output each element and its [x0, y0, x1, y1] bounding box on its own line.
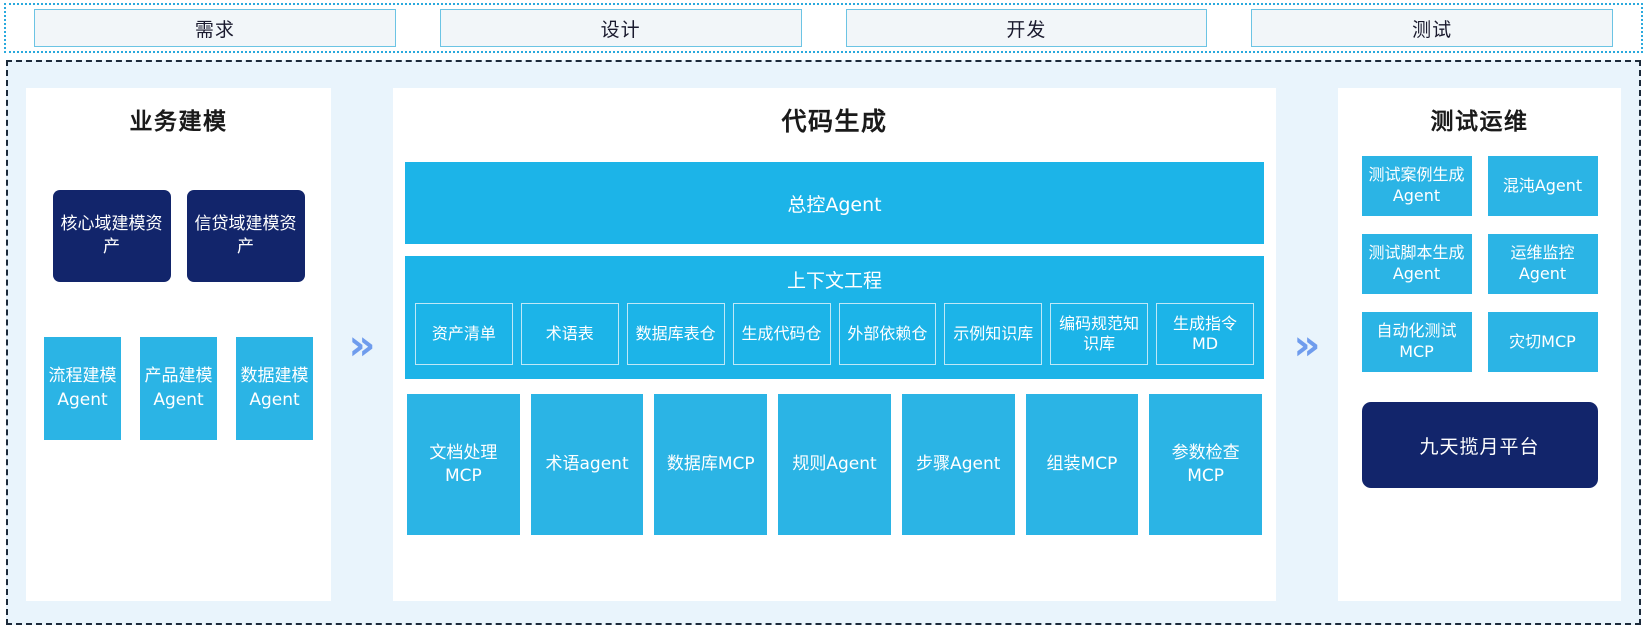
- card-chaos-agent[interactable]: 混沌Agent: [1487, 156, 1598, 216]
- platform-box-jiutian-lanyue[interactable]: 九天揽月平台: [1361, 402, 1598, 488]
- double-chevron-right-icon: »: [331, 88, 393, 601]
- chip-label: 数据库表仓: [635, 324, 716, 343]
- tool-card-rule-agent[interactable]: 规则Agent: [778, 394, 891, 535]
- tool-label: 参数检查MCP: [1171, 442, 1240, 486]
- context-chip-coding-standard-knowledge-base[interactable]: 编码规范知识库: [1050, 303, 1149, 365]
- agent-label: 产品建模Agent: [144, 365, 213, 410]
- phase-box-design[interactable]: 设计: [439, 9, 802, 47]
- card-automated-testing-mcp[interactable]: 自动化测试MCP: [1361, 312, 1472, 372]
- tool-card-document-processing-mcp[interactable]: 文档处理MCP: [407, 394, 520, 535]
- chip-label: 外部依赖仓: [847, 324, 928, 343]
- phase-box-testing[interactable]: 测试: [1251, 9, 1613, 47]
- tool-label: 组装MCP: [1046, 454, 1118, 475]
- modeling-agent-row: 流程建模Agent 产品建模Agent 数据建模Agent: [44, 337, 313, 440]
- phase-strip: 需求 设计 开发 测试: [4, 3, 1643, 53]
- phase-label: 设计: [600, 18, 641, 41]
- tool-label: 术语agent: [545, 454, 629, 475]
- phase-label: 开发: [1006, 18, 1047, 41]
- card-label: 测试脚本生成Agent: [1368, 243, 1465, 283]
- panel-title-test-operations: 测试运维: [1430, 109, 1529, 135]
- context-chip-glossary[interactable]: 术语表: [520, 303, 619, 365]
- card-label: 运维监控Agent: [1510, 243, 1575, 283]
- chip-label: 生成指令MD: [1173, 314, 1238, 353]
- test-ops-card-grid: 测试案例生成Agent 混沌Agent 测试脚本生成Agent 运维监控Agen…: [1361, 156, 1598, 372]
- tool-label: 步骤Agent: [916, 454, 1001, 475]
- chip-label: 编码规范知识库: [1059, 314, 1140, 353]
- card-test-case-generation-agent[interactable]: 测试案例生成Agent: [1361, 156, 1472, 216]
- chip-label: 术语表: [545, 324, 594, 343]
- tool-label: 文档处理MCP: [429, 442, 498, 486]
- card-operations-monitoring-agent[interactable]: 运维监控Agent: [1487, 234, 1598, 294]
- asset-box-core-domain[interactable]: 核心域建模资产: [52, 190, 171, 282]
- phase-label: 测试: [1412, 18, 1453, 41]
- chip-label: 示例知识库: [953, 324, 1034, 343]
- agent-card-data-modeling[interactable]: 数据建模Agent: [236, 337, 313, 440]
- card-label: 灾切MCP: [1509, 331, 1576, 351]
- agent-card-process-modeling[interactable]: 流程建模Agent: [44, 337, 121, 440]
- phase-box-requirements[interactable]: 需求: [34, 9, 396, 47]
- context-chip-external-dependency-repo[interactable]: 外部依赖仓: [838, 303, 937, 365]
- panel-title-code-generation: 代码生成: [781, 107, 888, 136]
- card-test-script-generation-agent[interactable]: 测试脚本生成Agent: [1361, 234, 1472, 294]
- context-chip-generation-instruction-md[interactable]: 生成指令MD: [1156, 303, 1254, 365]
- context-chip-asset-inventory[interactable]: 资产清单: [415, 303, 513, 365]
- phase-label: 需求: [194, 18, 235, 41]
- panel-title-business-modeling: 业务建模: [129, 109, 228, 135]
- master-agent-band[interactable]: 总控Agent: [405, 162, 1264, 244]
- master-agent-label: 总控Agent: [787, 193, 882, 216]
- asset-box-credit-domain[interactable]: 信贷域建模资产: [186, 190, 305, 282]
- asset-label: 核心域建模资产: [60, 214, 163, 257]
- tool-card-glossary-agent[interactable]: 术语agent: [530, 394, 644, 535]
- card-label: 测试案例生成Agent: [1368, 165, 1465, 205]
- tool-card-assembly-mcp[interactable]: 组装MCP: [1025, 394, 1139, 535]
- card-label: 混沌Agent: [1502, 175, 1583, 195]
- tool-card-parameter-check-mcp[interactable]: 参数检查MCP: [1149, 394, 1263, 535]
- asset-row: 核心域建模资产 信贷域建模资产: [52, 190, 305, 282]
- diagram-body: 业务建模 核心域建模资产 信贷域建模资产 流程建模Agent 产品建模Agent…: [6, 60, 1641, 625]
- tool-card-database-mcp[interactable]: 数据库MCP: [654, 394, 768, 535]
- card-disaster-switch-mcp[interactable]: 灾切MCP: [1487, 312, 1598, 372]
- card-label: 自动化测试MCP: [1376, 321, 1457, 361]
- context-chip-row: 资产清单 术语表 数据库表仓 生成代码仓 外部依赖仓 示例知: [409, 303, 1260, 365]
- panel-test-operations: 测试运维 测试案例生成Agent 混沌Agent 测试脚本生成Agent 运维监…: [1338, 88, 1621, 601]
- chevron-glyph: »: [348, 319, 376, 369]
- context-engineering-title: 上下文工程: [786, 270, 882, 292]
- tool-card-row: 文档处理MCP 术语agent 数据库MCP 规则Agent 步骤Agent 组…: [405, 394, 1264, 535]
- context-chip-example-knowledge-base[interactable]: 示例知识库: [944, 303, 1043, 365]
- agent-card-product-modeling[interactable]: 产品建模Agent: [140, 337, 217, 440]
- panel-code-generation: 代码生成 总控Agent 上下文工程 资产清单 术语表 数据库表仓: [393, 88, 1276, 601]
- phase-box-development[interactable]: 开发: [845, 9, 1208, 47]
- platform-label: 九天揽月平台: [1419, 435, 1540, 458]
- double-chevron-right-icon-2: »: [1276, 88, 1338, 601]
- context-engineering-block: 上下文工程 资产清单 术语表 数据库表仓 生成代码仓 外部依赖仓: [405, 256, 1264, 379]
- chip-label: 资产清单: [431, 324, 496, 343]
- context-chip-generated-code-repo[interactable]: 生成代码仓: [732, 303, 831, 365]
- panel-business-modeling: 业务建模 核心域建模资产 信贷域建模资产 流程建模Agent 产品建模Agent…: [26, 88, 331, 601]
- agent-label: 流程建模Agent: [48, 365, 117, 410]
- tool-card-step-agent[interactable]: 步骤Agent: [901, 394, 1015, 535]
- tool-label: 数据库MCP: [666, 454, 755, 475]
- agent-label: 数据建模Agent: [240, 365, 309, 410]
- chip-label: 生成代码仓: [741, 324, 822, 343]
- context-chip-db-table-repo[interactable]: 数据库表仓: [626, 303, 725, 365]
- tool-label: 规则Agent: [792, 454, 877, 475]
- asset-label: 信贷域建模资产: [194, 214, 297, 257]
- chevron-glyph: »: [1293, 319, 1321, 369]
